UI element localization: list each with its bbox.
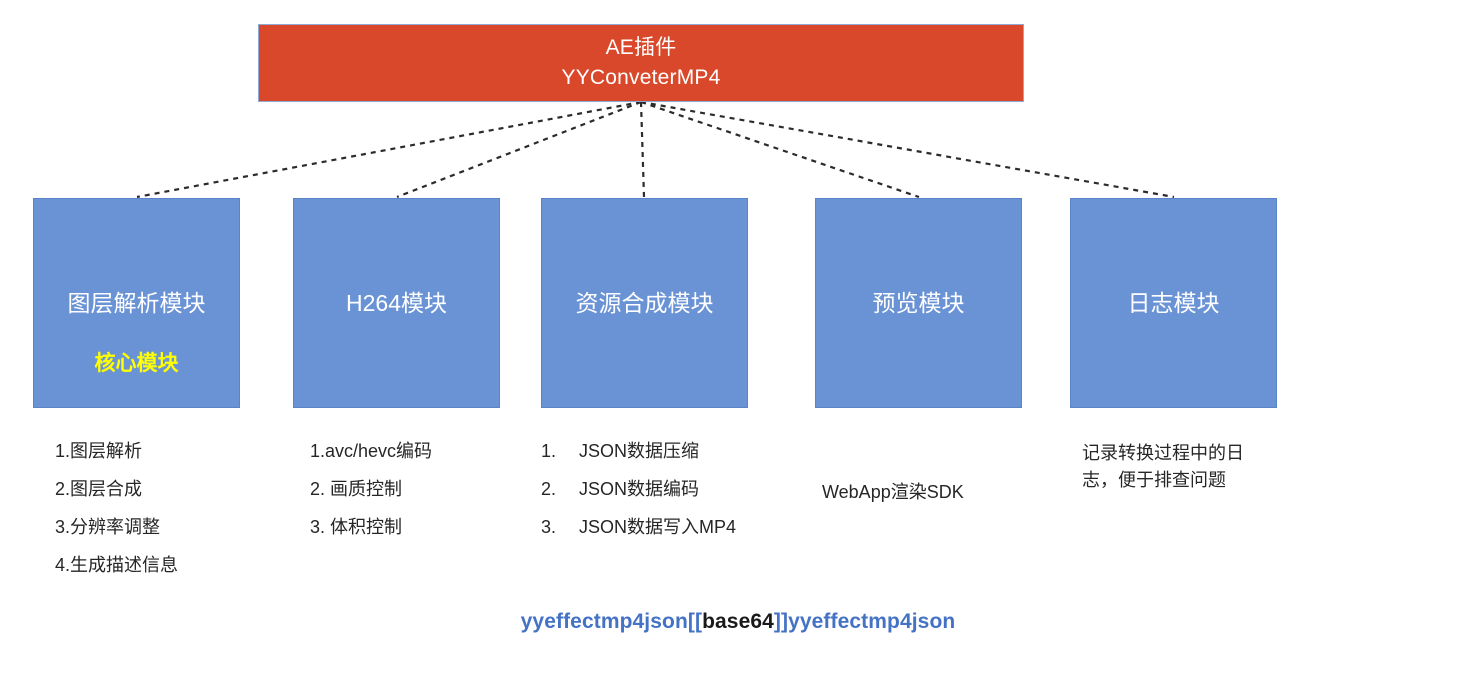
module-box-layer-parse: 图层解析模块 核心模块 (33, 198, 240, 408)
detail-item: 1.图层解析 (55, 441, 143, 461)
module-details-layer-parse: 1.图层解析 2.图层合成 3.分辨率调整 4.生成描述信息 (55, 432, 178, 584)
root-node-line1: AE插件 (605, 36, 677, 59)
module-details-resource-compose: 1. JSON数据压缩 2. JSON数据编码 3. JSON数据写入MP4 (541, 432, 736, 546)
caption-suffix: ]]yyeffectmp4json (773, 610, 956, 633)
detail-item-text: JSON数据写入MP4 (579, 517, 737, 537)
connector-to-module-1 (396, 100, 642, 199)
detail-item-text: JSON数据压缩 (579, 441, 700, 461)
detail-item-number: 2. (541, 479, 557, 499)
module-subtitle-core: 核心模块 (94, 352, 179, 375)
module-title: 预览模块 (872, 290, 965, 316)
root-node-line2: YYConveterMP4 (561, 66, 721, 89)
detail-item: 2.图层合成 (55, 479, 143, 499)
caption-prefix: yyeffectmp4json[[ (520, 610, 703, 633)
caption-yyeffectmp4json: yyeffectmp4json[[base64]]yyeffectmp4json (0, 610, 1476, 634)
detail-item: 记录转换过程中的日志，便于排查问题 (1082, 443, 1244, 490)
detail-item: 3. JSON数据写入MP4 (541, 508, 736, 546)
module-box-log: 日志模块 (1070, 198, 1277, 408)
caption-base64: base64 (702, 610, 774, 633)
module-box-h264: H264模块 (293, 198, 500, 408)
root-node-ae-plugin: AE插件 YYConveterMP4 (258, 24, 1024, 102)
module-title: 日志模块 (1127, 290, 1220, 316)
detail-item: 3. 体积控制 (310, 517, 403, 537)
module-title: 资源合成模块 (575, 290, 714, 316)
detail-item: 1. JSON数据压缩 (541, 432, 736, 470)
module-details-h264: 1.avc/hevc编码 2. 画质控制 3. 体积控制 (310, 432, 432, 546)
detail-item: 3.分辨率调整 (55, 517, 161, 537)
module-box-resource-compose: 资源合成模块 (541, 198, 748, 408)
detail-item: 2. JSON数据编码 (541, 470, 736, 508)
detail-item: 1.avc/hevc编码 (310, 441, 433, 461)
module-title: H264模块 (346, 290, 447, 316)
detail-item-text: JSON数据编码 (579, 479, 700, 499)
connector-to-module-4 (640, 100, 1175, 199)
detail-item: 4.生成描述信息 (55, 555, 179, 575)
detail-item: 2. 画质控制 (310, 479, 403, 499)
connector-to-module-0 (136, 100, 642, 199)
module-title: 图层解析模块 (67, 290, 206, 316)
detail-item: WebApp渲染SDK (822, 482, 964, 502)
module-box-preview: 预览模块 (815, 198, 1022, 408)
detail-item-number: 1. (541, 441, 557, 461)
module-details-log: 记录转换过程中的日志，便于排查问题 (1082, 440, 1262, 494)
detail-item-number: 3. (541, 517, 557, 537)
connector-to-module-3 (640, 100, 920, 199)
connector-to-module-2 (639, 101, 646, 198)
module-details-preview: WebApp渲染SDK (822, 473, 964, 511)
